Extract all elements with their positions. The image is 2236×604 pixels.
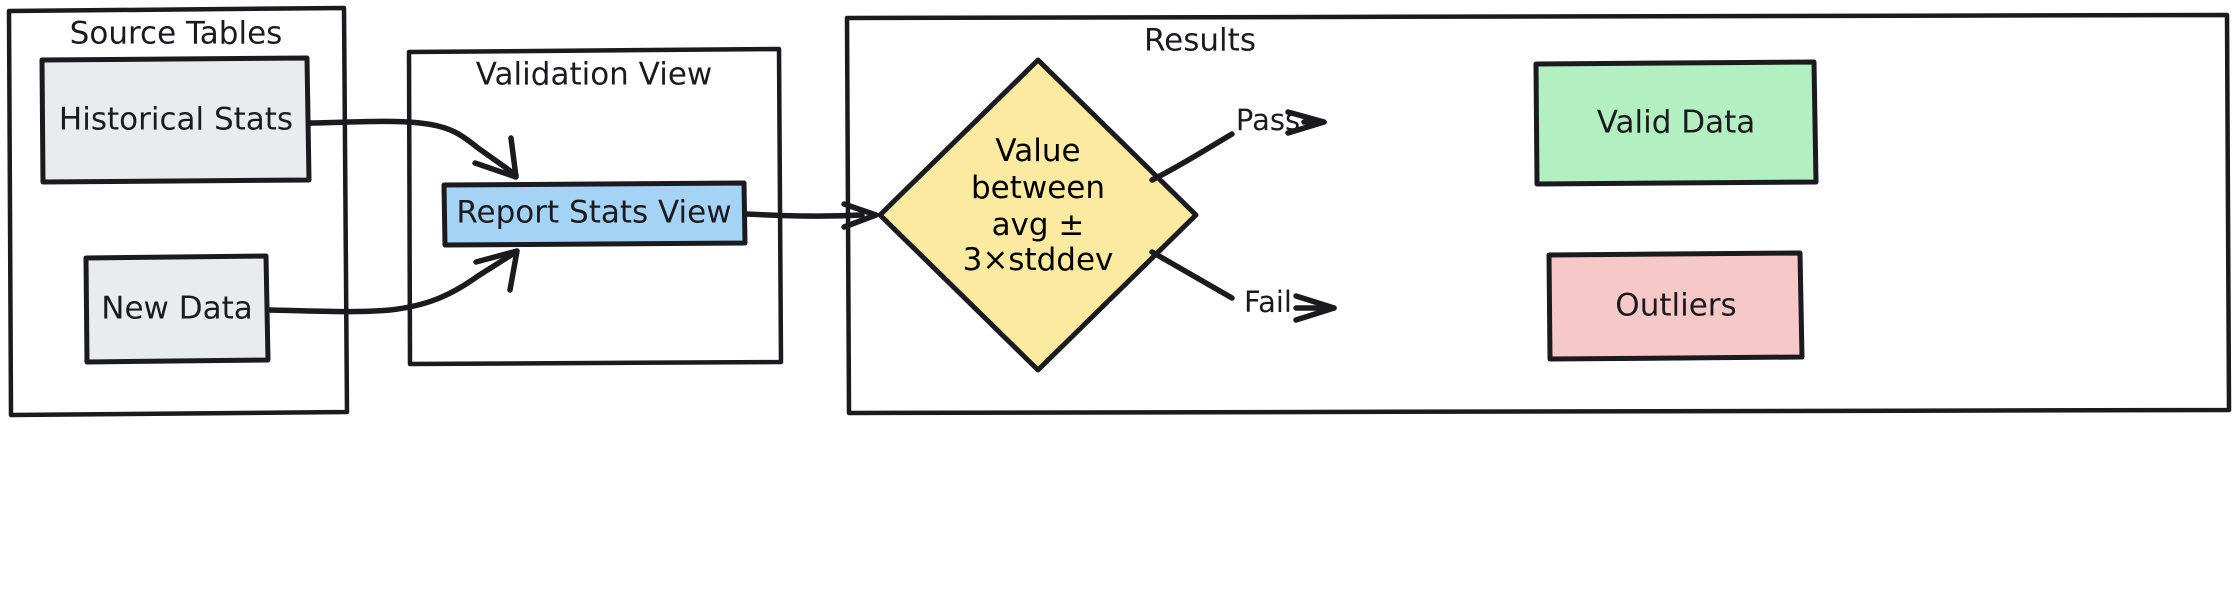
- validation-decision-line-3: avg ±: [992, 207, 1085, 243]
- node-valid-data[interactable]: Valid Data: [1533, 59, 1819, 187]
- results-frame: [844, 12, 2232, 416]
- group-results[interactable]: Results Value between avg ± 3×stddev Val…: [844, 12, 2232, 416]
- edge-historical-to-report-arrowhead: [472, 135, 519, 180]
- validation-decision-line-1: Value: [995, 133, 1080, 169]
- outliers-shape: [1546, 250, 1805, 362]
- new-data-shape: [83, 253, 271, 365]
- validation-decision-line-2: between: [971, 170, 1105, 206]
- new-data-label: New Data: [101, 291, 253, 327]
- validation-view-label: Validation View: [476, 57, 713, 93]
- valid-data-shape: [1533, 59, 1819, 187]
- outliers-label: Outliers: [1615, 288, 1736, 324]
- source-tables-label: Source Tables: [70, 16, 283, 52]
- node-historical-stats[interactable]: Historical Stats: [39, 55, 312, 185]
- edge-decision-fail-label: Fail: [1244, 285, 1292, 319]
- validation-decision-shape: [877, 57, 1199, 373]
- node-report-stats-view[interactable]: Report Stats View: [441, 180, 748, 248]
- node-validation-decision[interactable]: Value between avg ± 3×stddev: [877, 57, 1199, 373]
- node-new-data[interactable]: New Data: [83, 253, 271, 365]
- group-validation-view[interactable]: Validation View Report Stats View: [406, 46, 784, 367]
- group-source-tables[interactable]: Source Tables Historical Stats New Data: [6, 5, 350, 418]
- node-outliers[interactable]: Outliers: [1546, 250, 1805, 362]
- edge-newdata-to-report-arrowhead: [473, 248, 520, 293]
- report-stats-view-shape: [441, 180, 748, 248]
- edge-historical-to-report[interactable]: [307, 118, 519, 180]
- historical-stats-shape: [39, 55, 312, 185]
- edge-report-to-decision-line: [743, 211, 865, 219]
- edge-decision-pass[interactable]: Pass: [1149, 103, 1327, 183]
- results-label: Results: [1144, 23, 1256, 59]
- report-stats-view-label: Report Stats View: [456, 195, 731, 231]
- edge-decision-fail-line: [1149, 249, 1235, 301]
- valid-data-label: Valid Data: [1597, 105, 1756, 141]
- edge-decision-pass-line: [1149, 131, 1235, 183]
- historical-stats-label: Historical Stats: [59, 102, 293, 138]
- edge-newdata-to-report[interactable]: [265, 248, 520, 315]
- validation-decision-line-4: 3×stddev: [963, 242, 1114, 278]
- edge-historical-to-report-line: [307, 118, 519, 178]
- edge-report-to-decision[interactable]: [743, 201, 879, 230]
- edge-decision-pass-label: Pass: [1236, 103, 1300, 137]
- source-tables-frame: [6, 5, 350, 418]
- edge-decision-fail[interactable]: Fail: [1149, 249, 1337, 323]
- edge-newdata-to-report-line: [265, 249, 519, 315]
- edge-report-to-decision-arrowhead: [841, 201, 879, 230]
- validation-view-frame: [406, 46, 784, 367]
